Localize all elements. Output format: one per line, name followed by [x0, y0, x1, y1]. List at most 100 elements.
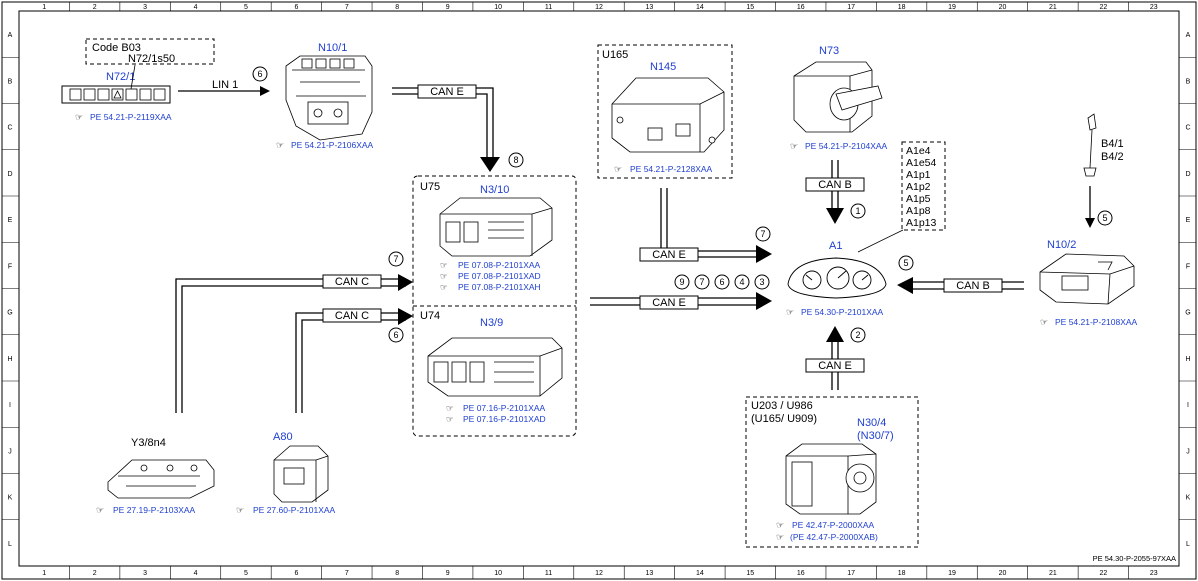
grid-row-label: A [1186, 32, 1191, 39]
ref-hand-icon: ☞ [1040, 317, 1048, 327]
grid-row-label: H [1185, 356, 1190, 363]
ref-hand-icon: ☞ [776, 532, 784, 542]
grid-row-label: I [1187, 402, 1189, 409]
n3-9-ref-1: PE 07.16-P-2101XAA [463, 403, 546, 413]
grid-col-label: 21 [1049, 570, 1057, 577]
grid-col-label: 14 [696, 4, 704, 11]
grid-col-label: 6 [294, 4, 298, 11]
grid-row-label: G [1185, 310, 1190, 317]
num-marker: 8 [508, 152, 524, 168]
n145-name: N145 [650, 61, 676, 73]
grid-col-label: 17 [847, 4, 855, 11]
ref-hand-icon: ☞ [446, 414, 454, 424]
b4-2-label: B4/2 [1101, 151, 1124, 163]
n72-1-name: N72/1 [106, 71, 135, 83]
grid-col-label: 12 [595, 570, 603, 577]
n145-ref: PE 54.21-P-2128XAA [630, 164, 713, 174]
a1-signal-item: A1p5 [906, 193, 931, 205]
n3-10-ref-2: PE 07.08-P-2101XAD [458, 271, 541, 281]
b4-1-label: B4/1 [1101, 138, 1124, 150]
grid-col-label: 20 [999, 4, 1007, 11]
ref-hand-icon: ☞ [236, 505, 244, 515]
ref-hand-icon: ☞ [75, 112, 83, 122]
ref-hand-icon: ☞ [786, 307, 794, 317]
grid-col-label: 9 [446, 4, 450, 11]
ref-hand-icon: ☞ [440, 260, 448, 270]
n30-group-box [745, 396, 919, 548]
grid-col-label: 19 [948, 570, 956, 577]
can-b-n10-2-label: CAN B [956, 280, 990, 292]
can-c-lower-box [322, 308, 382, 323]
svg-text:5: 5 [1102, 213, 1107, 223]
grid-col-label: 4 [194, 4, 198, 11]
a1-ref: PE 54.30-P-2101XAA [801, 307, 884, 317]
grid-col-label: 7 [345, 4, 349, 11]
can-e-n145-label: CAN E [652, 249, 686, 261]
grid-col-label: 22 [1099, 4, 1107, 11]
grid-row-label: D [7, 171, 12, 178]
n10-2-ref: PE 54.21-P-2108XAA [1055, 317, 1138, 327]
a80-ref: PE 27.60-P-2101XAA [253, 505, 336, 515]
grid-col-label: 10 [494, 570, 502, 577]
svg-text:8: 8 [513, 155, 518, 165]
n3-10-ecu-image [439, 197, 553, 257]
svg-text:1: 1 [855, 206, 860, 216]
svg-text:7: 7 [699, 277, 704, 287]
n73-ref: PE 54.21-P-2104XAA [805, 141, 888, 151]
num-marker: 6 [388, 327, 404, 343]
a1-leader-line [857, 229, 904, 253]
grid-col-label: 15 [746, 570, 754, 577]
grid-col-label: 18 [898, 570, 906, 577]
num-marker: 6 [714, 274, 730, 290]
svg-text:4: 4 [739, 277, 744, 287]
grid-col-label: 16 [797, 570, 805, 577]
num-marker: 6 [252, 66, 268, 82]
n10-2-name: N10/2 [1047, 239, 1076, 251]
a1-instrument-cluster-image [787, 257, 887, 299]
grid-row-label: C [7, 125, 12, 132]
grid-col-label: 14 [696, 570, 704, 577]
can-c-upper-box [322, 274, 382, 289]
can-c-upper-label: CAN C [335, 276, 369, 288]
a1-signal-item: A1p8 [906, 205, 931, 217]
a1-signal-box [901, 141, 946, 231]
grid-col-label: 3 [143, 4, 147, 11]
a1-signal-item: A1p2 [906, 181, 931, 193]
n73-ignition-switch-image [793, 61, 883, 133]
n145-module-image [611, 77, 725, 153]
grid-col-label: 17 [847, 570, 855, 577]
option-box [85, 38, 215, 65]
code-label: Code B03 [92, 42, 141, 54]
can-b-n73-box [805, 177, 865, 192]
ref-hand-icon: ☞ [96, 505, 104, 515]
grid-row-label: H [7, 356, 12, 363]
grid-col-label: 8 [395, 4, 399, 11]
svg-text:7: 7 [393, 254, 398, 264]
grid-row-label: J [1186, 448, 1190, 455]
ref-hand-icon: ☞ [776, 520, 784, 530]
grid-row-label: J [8, 448, 12, 455]
grid-row-label: A [8, 32, 13, 39]
a80-name: A80 [273, 431, 293, 443]
num-marker: 1 [850, 203, 866, 219]
grid-col-label: 6 [294, 570, 298, 577]
n72-1-ref: PE 54.21-P-2119XAA [90, 112, 172, 122]
svg-text:6: 6 [257, 69, 262, 79]
num-marker: 5 [898, 255, 914, 271]
grid-row-label: L [1186, 541, 1190, 548]
footer-reference: PE 54.30-P-2055-97XAA [1093, 554, 1176, 563]
svg-text:9: 9 [679, 277, 684, 287]
y3-name: Y3/8n4 [131, 437, 166, 449]
grid-col-label: 20 [999, 570, 1007, 577]
a1-signal-item: A1e4 [906, 145, 931, 157]
grid-col-label: 8 [395, 570, 399, 577]
a80-module-image [273, 445, 329, 503]
grid-col-label: 13 [646, 570, 654, 577]
b4-sensor-image [1083, 113, 1097, 177]
grid-col-label: 21 [1049, 4, 1057, 11]
